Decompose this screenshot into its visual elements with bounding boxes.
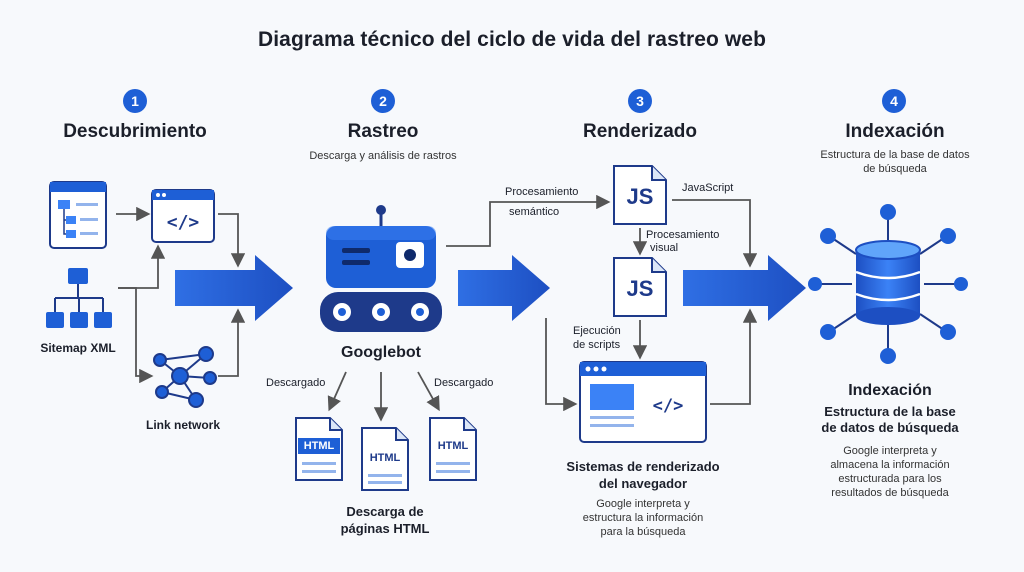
visual-line1: Procesamiento xyxy=(646,229,720,241)
stage-heading-index: Indexación xyxy=(845,121,945,142)
link-network-icon xyxy=(153,346,217,408)
stage-heading-render: Renderizado xyxy=(582,121,698,142)
page-title: Diagrama técnico del ciclo de vida del r… xyxy=(257,28,766,51)
js-file-icon-2 xyxy=(613,257,667,317)
browser-desc-line3: para la búsqueda xyxy=(600,526,686,538)
index-desc: Google interpreta y almacena la informac… xyxy=(800,444,980,500)
connector-download-left xyxy=(327,371,347,412)
semantic-line1: Procesamiento xyxy=(505,186,579,198)
browser-desc-line1: Google interpreta y xyxy=(596,498,690,510)
html-pages-label-line1: Descarga de xyxy=(346,504,424,519)
stage-subtitle-index: Estructura de la base de datos de búsque… xyxy=(820,149,970,175)
link-network-label: Link network xyxy=(145,418,220,432)
googlebot-label: Googlebot xyxy=(341,344,421,361)
html-file-icon-1 xyxy=(295,417,343,481)
svg-text:</>: </> xyxy=(167,212,200,233)
connector-bot-semantic xyxy=(446,194,611,247)
html-pages-label: Descarga de páginas HTML xyxy=(310,503,460,537)
download-right-label: Descargado xyxy=(434,377,494,389)
html-file-label-1: HTML xyxy=(303,440,335,452)
stage-number-1: 1 xyxy=(123,89,147,113)
connector-browser-render xyxy=(710,308,758,405)
visual-line2: visual xyxy=(650,242,679,254)
browser-title-line2: del navegador xyxy=(598,476,688,491)
index-desc-line4: resultados de búsqueda xyxy=(831,487,949,499)
html-file-icon-3 xyxy=(429,417,477,481)
browser-systems-desc: Google interpreta y estructura la inform… xyxy=(558,497,728,539)
connector-code-arrow xyxy=(218,213,246,268)
semantic-line2: semántico xyxy=(509,206,560,218)
browser-window-icon xyxy=(579,361,707,443)
connector-tree-code xyxy=(118,244,166,289)
index-subtitle-line1: Estructura de la base xyxy=(824,404,956,419)
connector-link-arrow xyxy=(218,308,246,377)
index-subtitle-line2: de datos de búsqueda xyxy=(821,420,959,435)
download-left-label: Descargado xyxy=(266,377,326,389)
sitemap-label: Sitemap XML xyxy=(40,341,116,355)
browser-desc-line2: estructura la información xyxy=(582,512,704,524)
stage-heading-discovery: Descubrimiento xyxy=(63,121,207,142)
connector-tree-link xyxy=(118,287,154,384)
browser-systems-title: Sistemas de renderizado del navegador xyxy=(548,458,738,492)
stage-number-2: 2 xyxy=(371,89,395,113)
index-subtitle: Estructura de la base de datos de búsque… xyxy=(800,404,980,436)
stage-number-3: 3 xyxy=(628,89,652,113)
stage-arrow-1 xyxy=(175,255,293,321)
js-file-label-1: JS xyxy=(626,184,654,209)
index-desc-line3: estructurada para los xyxy=(838,473,942,485)
database-network-icon xyxy=(808,204,968,364)
js-file-label-2: JS xyxy=(626,276,654,301)
sitemap-tree-icon xyxy=(46,268,112,328)
googlebot-robot-icon xyxy=(320,205,442,332)
script-execution-label: Ejecución de scripts xyxy=(573,324,621,352)
html-pages-label-line2: páginas HTML xyxy=(340,521,430,536)
html-file-label-2: HTML xyxy=(369,452,401,464)
stage-arrow-3 xyxy=(683,255,806,321)
browser-code-glyph: </> xyxy=(652,396,684,416)
connector-js-render xyxy=(672,199,758,268)
index-desc-line1: Google interpreta y xyxy=(843,445,937,457)
html-file-icon-2 xyxy=(361,427,409,491)
code-window-icon: </> xyxy=(151,189,215,243)
js-file-icon-1 xyxy=(613,165,667,225)
scripts-line1: Ejecución xyxy=(573,325,621,337)
stage-number-4: 4 xyxy=(882,89,906,113)
stage-subtitle-crawl: Descarga y análisis de rastros xyxy=(309,150,457,162)
sitemap-doc-icon xyxy=(49,181,107,249)
index-desc-line2: almacena la información xyxy=(830,459,950,471)
stage-arrow-2 xyxy=(458,255,550,321)
index-title: Indexación xyxy=(848,382,932,399)
html-file-label-3: HTML xyxy=(437,440,469,452)
connector-render-browser xyxy=(545,318,578,412)
stage-heading-crawl: Rastreo xyxy=(347,121,419,142)
connector-download-right xyxy=(417,371,440,412)
javascript-label: JavaScript xyxy=(682,182,734,194)
browser-title-line1: Sistemas de renderizado xyxy=(566,459,720,474)
scripts-line2: de scripts xyxy=(573,339,621,351)
visual-processing-label: Procesamiento visual xyxy=(646,229,719,255)
semantic-processing-label: Procesamiento semántico xyxy=(505,182,578,222)
